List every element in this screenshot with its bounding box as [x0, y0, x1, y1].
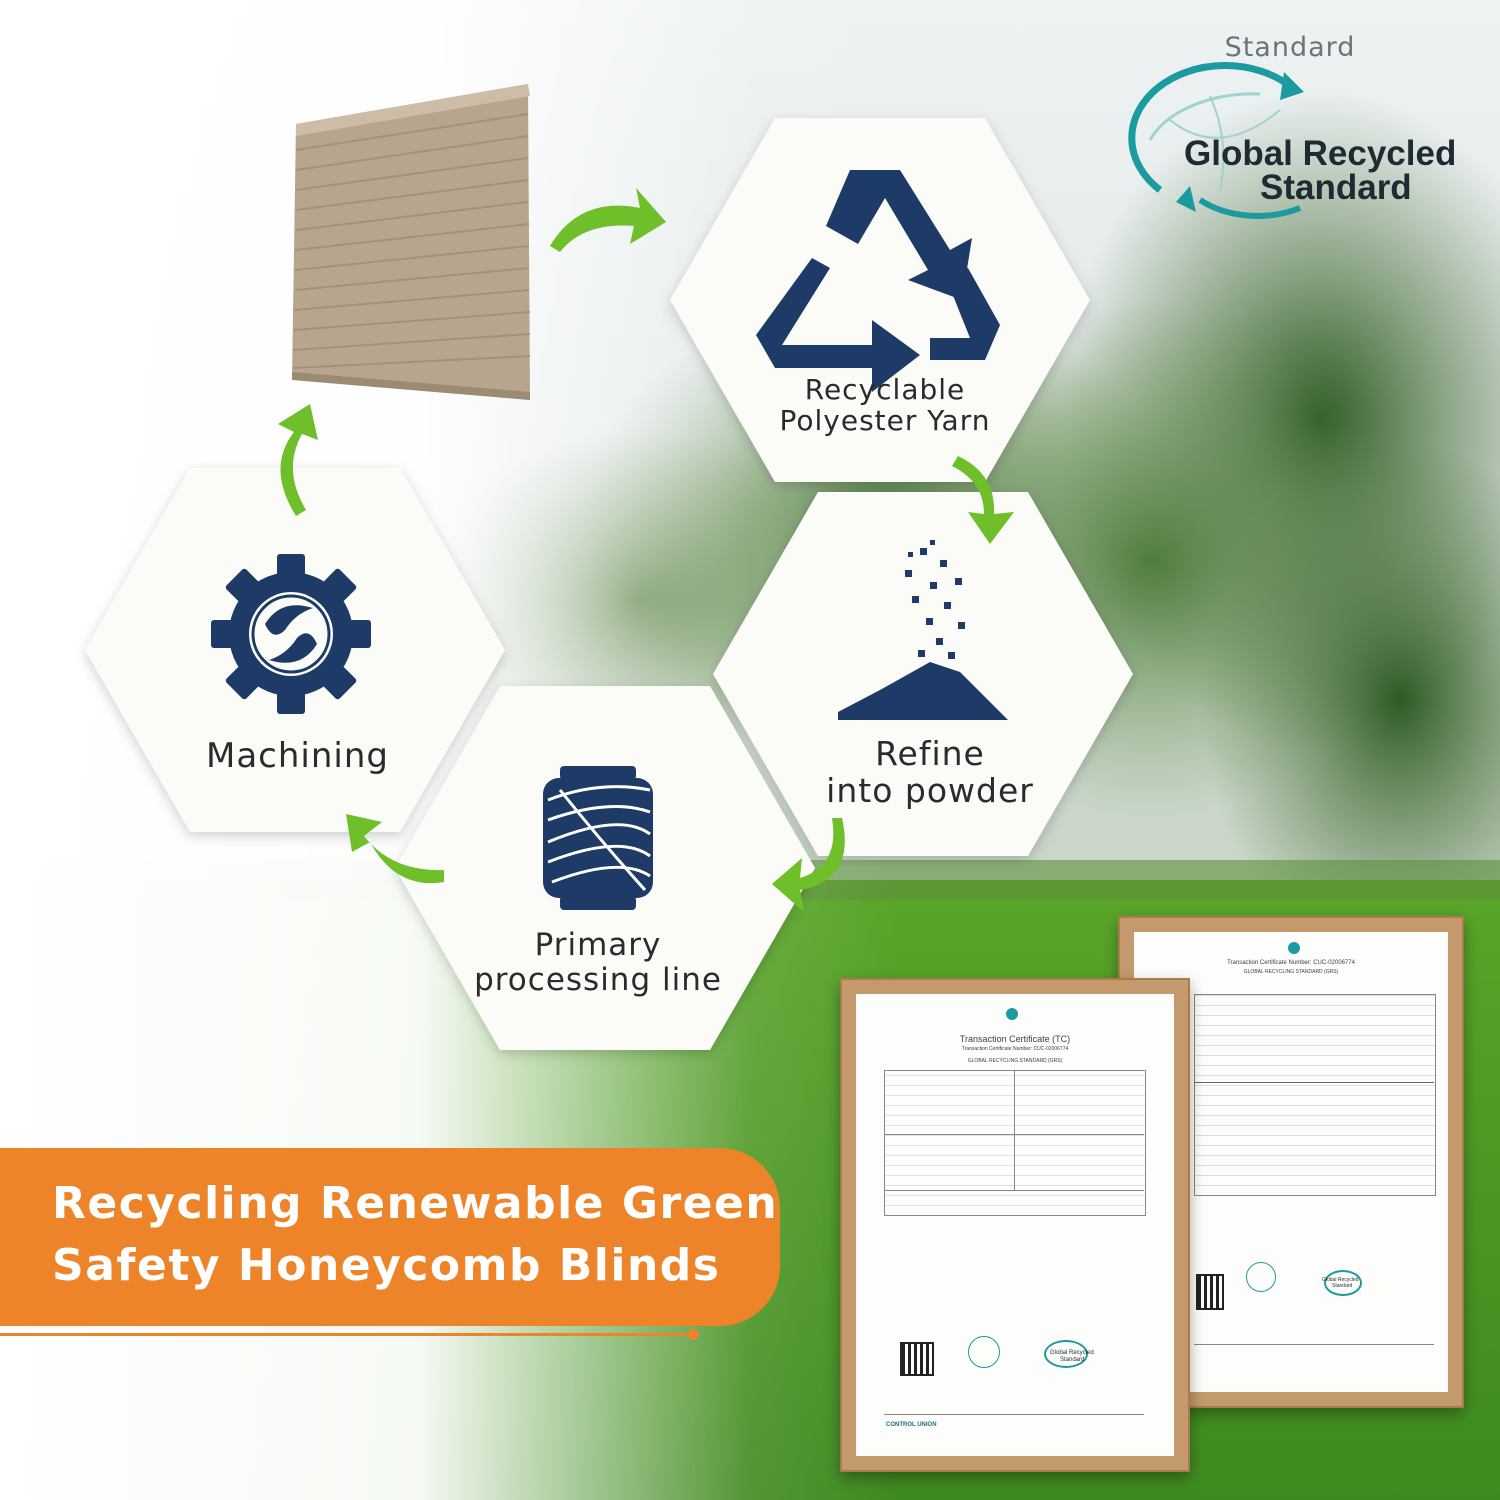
cert-front-grs-line1: Global Recycled — [1050, 1350, 1094, 1356]
cert-back-qr-code — [1196, 1274, 1224, 1310]
cert-front-seal-icon — [968, 1336, 1000, 1368]
cert-front-grs-icon — [1044, 1340, 1088, 1368]
cert-front-footer-brand: CONTROL UNION — [886, 1422, 937, 1428]
headline-line2: Safety Honeycomb Blinds — [52, 1240, 721, 1291]
cert-back-title: Transaction Certificate Number: CUC-0200… — [1227, 960, 1355, 966]
arrow-machining-to-blind — [278, 404, 318, 516]
step-label-primary-line1: Primary — [534, 927, 662, 963]
step-label-machining-line1: Machining — [206, 736, 389, 776]
flow-arrows — [278, 188, 1014, 912]
arrow-blind-to-recycle — [550, 188, 666, 252]
grs-logo-icon — [1128, 61, 1304, 219]
cert-front-qr-code — [900, 1342, 934, 1376]
cert-front-standard: GLOBAL RECYCLING STANDARD (GRS) — [967, 1058, 1063, 1064]
cert-front-table-col — [1014, 1070, 1015, 1190]
step-label-recyclable: Recyclable Polyester Yarn — [740, 374, 1030, 437]
cert-back-grs-line1: Global Recycled — [1322, 1277, 1359, 1283]
cert-front-number: Transaction Certificate Number: CUC-0200… — [961, 1046, 1069, 1052]
cert-front-grs-line2: Standard — [1060, 1357, 1085, 1363]
hexagon-recyclable — [670, 118, 1090, 482]
arrow-recycle-to-refine — [952, 456, 1014, 544]
step-label-machining: Machining — [180, 737, 415, 775]
step-label-refine-line1: Refine — [875, 734, 985, 773]
honeycomb-blind-image — [292, 84, 531, 400]
step-label-primary: Primary processing line — [458, 928, 738, 997]
step-label-recyclable-line1: Recyclable — [804, 373, 966, 406]
cert-logo-icon — [1288, 942, 1300, 954]
headline-banner — [0, 1148, 780, 1326]
gear-icon — [211, 554, 371, 714]
step-label-refine: Refine into powder — [790, 734, 1070, 810]
powder-pile-icon — [838, 540, 1008, 720]
certificate-frame-front: Transaction Certificate (TC) Transaction… — [840, 978, 1190, 1472]
headline-line1: Recycling Renewable Green — [52, 1178, 779, 1229]
grs-logo-line2: Standard — [1260, 168, 1412, 207]
arrow-primary-to-machining — [346, 814, 444, 884]
banner-underline — [0, 1333, 690, 1336]
cert-front-footer-rule — [884, 1414, 1144, 1415]
recycle-icon — [756, 170, 1000, 392]
standard-label: Standard — [1224, 32, 1356, 63]
arrow-refine-to-primary — [772, 818, 845, 912]
cert-back-grs-icon — [1324, 1270, 1362, 1296]
grs-logo-line1: Global Recycled — [1184, 134, 1457, 173]
cert-front-table-rule — [884, 1134, 1144, 1135]
step-label-refine-line2: into powder — [826, 770, 1034, 810]
cert-logo-icon — [1006, 1008, 1018, 1020]
cert-back-footer-rule — [1194, 1344, 1434, 1345]
yarn-spool-icon — [543, 766, 653, 910]
cert-front-table-rule2 — [884, 1190, 1144, 1191]
certificate-paper-front: Transaction Certificate (TC) Transaction… — [856, 994, 1174, 1456]
step-label-primary-line2: processing line — [474, 961, 722, 998]
step-label-recyclable-line2: Polyester Yarn — [779, 404, 991, 438]
cert-back-standard: GLOBAL RECYCLING STANDARD (GRS) — [1243, 969, 1339, 975]
cert-back-table — [1194, 994, 1436, 1196]
cert-back-grs-line2: Standard — [1332, 1283, 1353, 1289]
cert-front-table — [884, 1070, 1146, 1216]
banner-dot — [688, 1329, 699, 1340]
cert-back-table-rule — [1194, 1082, 1434, 1083]
cert-back-seal-icon — [1246, 1262, 1276, 1292]
cert-front-title: Transaction Certificate (TC) — [959, 1034, 1071, 1044]
